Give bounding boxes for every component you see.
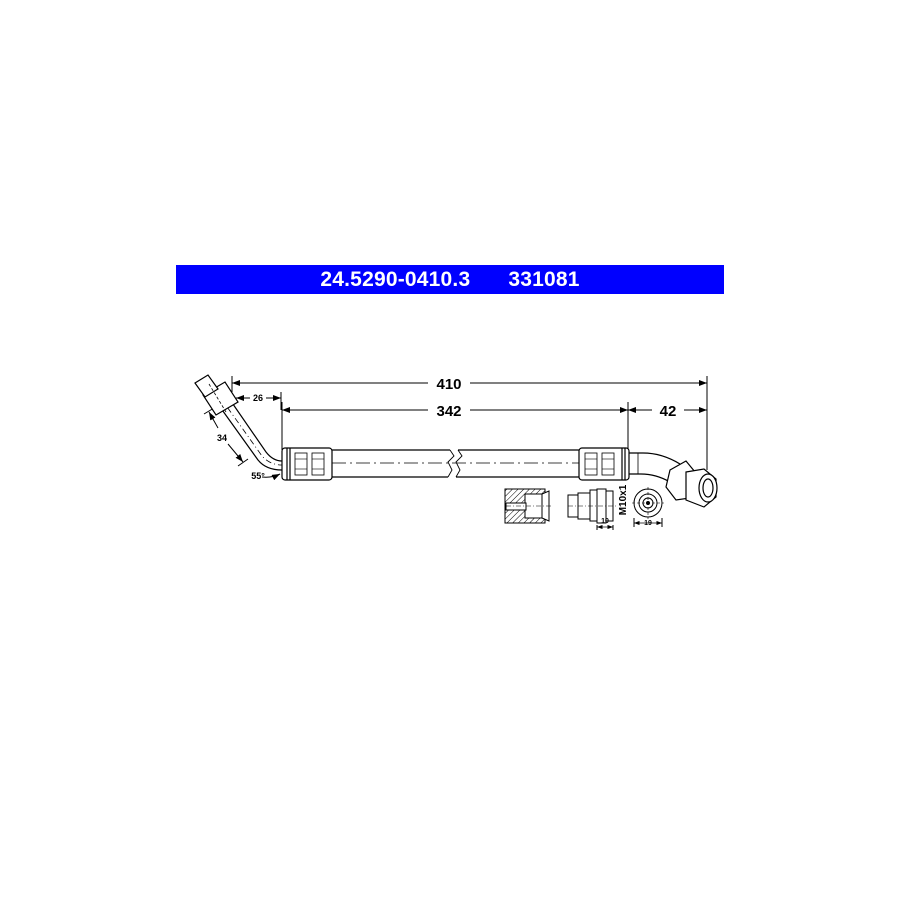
dimension-left-bend (203, 407, 249, 467)
thread-label: M10x1 (618, 484, 629, 515)
left-fitting (194, 374, 283, 471)
bend-angle-label: 55° (251, 471, 265, 481)
left-bend-length-label: 34 (217, 433, 227, 443)
detail-hex-end-view (632, 487, 664, 527)
detail-port-section (504, 488, 552, 524)
left-offset-label: 26 (253, 393, 263, 403)
dimension-overall (231, 376, 708, 470)
right-fitting-length-label: 42 (660, 403, 677, 420)
right-fitting (629, 452, 718, 508)
reference-number: 331081 (508, 268, 580, 291)
dimension-left-offset (236, 392, 282, 410)
hose-body (332, 449, 579, 478)
fitting-length-label: 10 (601, 518, 609, 525)
part-number: 24.5290-0410.3 (320, 268, 471, 291)
left-ferrule (281, 447, 333, 481)
hose-length-label: 342 (436, 403, 461, 420)
part-number-banner: 24.5290-0410.3 331081 (176, 265, 724, 294)
detail-fitting-side (567, 488, 618, 530)
hex-width-label: 19 (644, 520, 652, 527)
right-ferrule (578, 447, 630, 481)
overall-length-label: 410 (436, 376, 461, 393)
dimension-bend-angle (261, 473, 281, 481)
